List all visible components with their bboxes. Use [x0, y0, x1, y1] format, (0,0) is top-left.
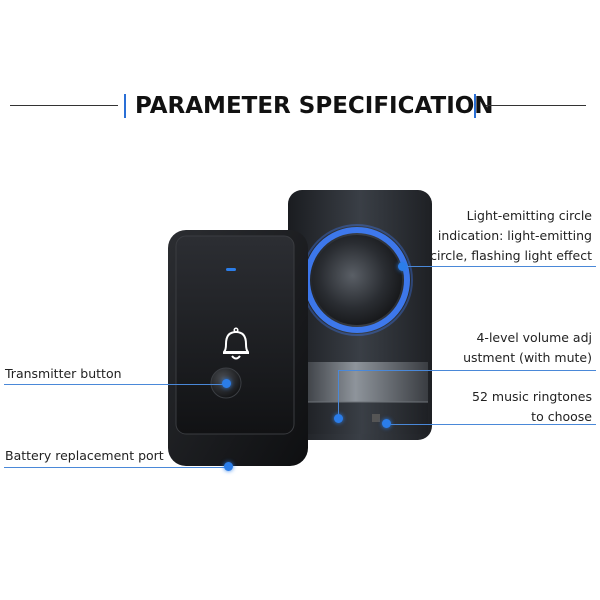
light-circle-label-1: Light-emitting circle: [466, 208, 592, 223]
title-bar-left: [124, 94, 126, 118]
volume-leader: [338, 370, 596, 371]
battery-leader: [4, 467, 228, 468]
title-bar-right: [474, 94, 476, 118]
light-circle-label-3: circle, flashing light effect: [430, 248, 592, 263]
battery-label: Battery replacement port: [5, 448, 164, 463]
battery-marker: [224, 462, 233, 471]
ringtones-marker: [382, 419, 391, 428]
title-line-right: [486, 105, 586, 106]
light-circle-leader: [404, 266, 596, 267]
title-line-left: [10, 105, 118, 106]
page-title: PARAMETER SPECIFICATION: [135, 93, 494, 119]
transmitter-unit: [168, 230, 308, 466]
receiver-unit: [288, 190, 432, 440]
ringtones-label-1: 52 music ringtones: [472, 389, 592, 404]
transmitter-label: Transmitter button: [5, 366, 122, 381]
ringtones-leader: [388, 424, 596, 425]
transmitter-marker: [222, 379, 231, 388]
bell-icon: [223, 327, 249, 360]
title-row: PARAMETER SPECIFICATION: [0, 88, 600, 124]
volume-leader-vertical: [338, 370, 339, 418]
light-circle-marker: [398, 262, 407, 271]
ringtones-label-2: to choose: [531, 409, 592, 424]
light-circle-label-2: indication: light-emitting: [437, 228, 592, 243]
volume-label-2: ustment (with mute): [463, 350, 592, 365]
volume-label-1: 4-level volume adj: [476, 330, 592, 345]
transmitter-leader: [4, 384, 226, 385]
volume-marker: [334, 414, 343, 423]
